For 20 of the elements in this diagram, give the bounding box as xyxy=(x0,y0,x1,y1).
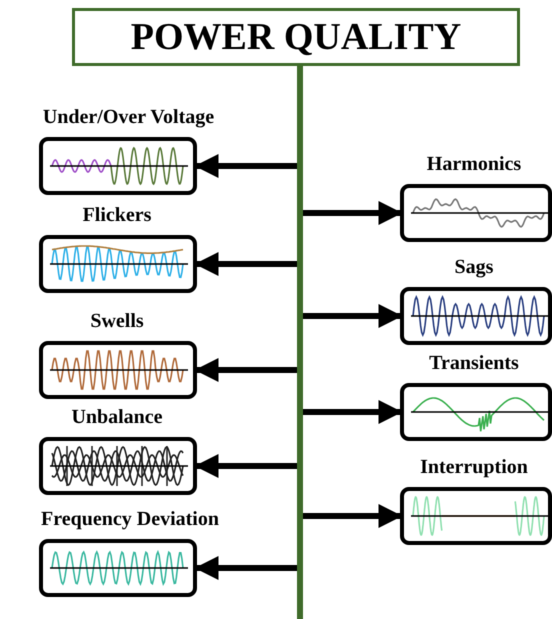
arrow xyxy=(194,358,297,382)
waveform-title: Frequency Deviation xyxy=(40,507,220,531)
waveform-title: Unbalance xyxy=(70,405,164,429)
waveform-title: Under/Over Voltage xyxy=(42,105,216,129)
arrow xyxy=(303,201,402,225)
arrow xyxy=(194,154,297,178)
title-box: POWER QUALITY xyxy=(72,8,520,66)
arrow xyxy=(194,454,297,478)
waveform-title: Flickers xyxy=(82,203,152,227)
arrow xyxy=(303,400,402,424)
arrow xyxy=(303,504,402,528)
waveform-title: Interruption xyxy=(419,455,529,479)
arrow xyxy=(194,252,297,276)
waveform-title: Sags xyxy=(454,255,494,279)
waveform-title: Swells xyxy=(89,309,145,333)
vertical-bar xyxy=(297,66,303,619)
arrow xyxy=(194,556,297,580)
waveform-title: Harmonics xyxy=(426,152,522,176)
arrow xyxy=(303,304,402,328)
waveform-title: Transients xyxy=(428,351,520,375)
